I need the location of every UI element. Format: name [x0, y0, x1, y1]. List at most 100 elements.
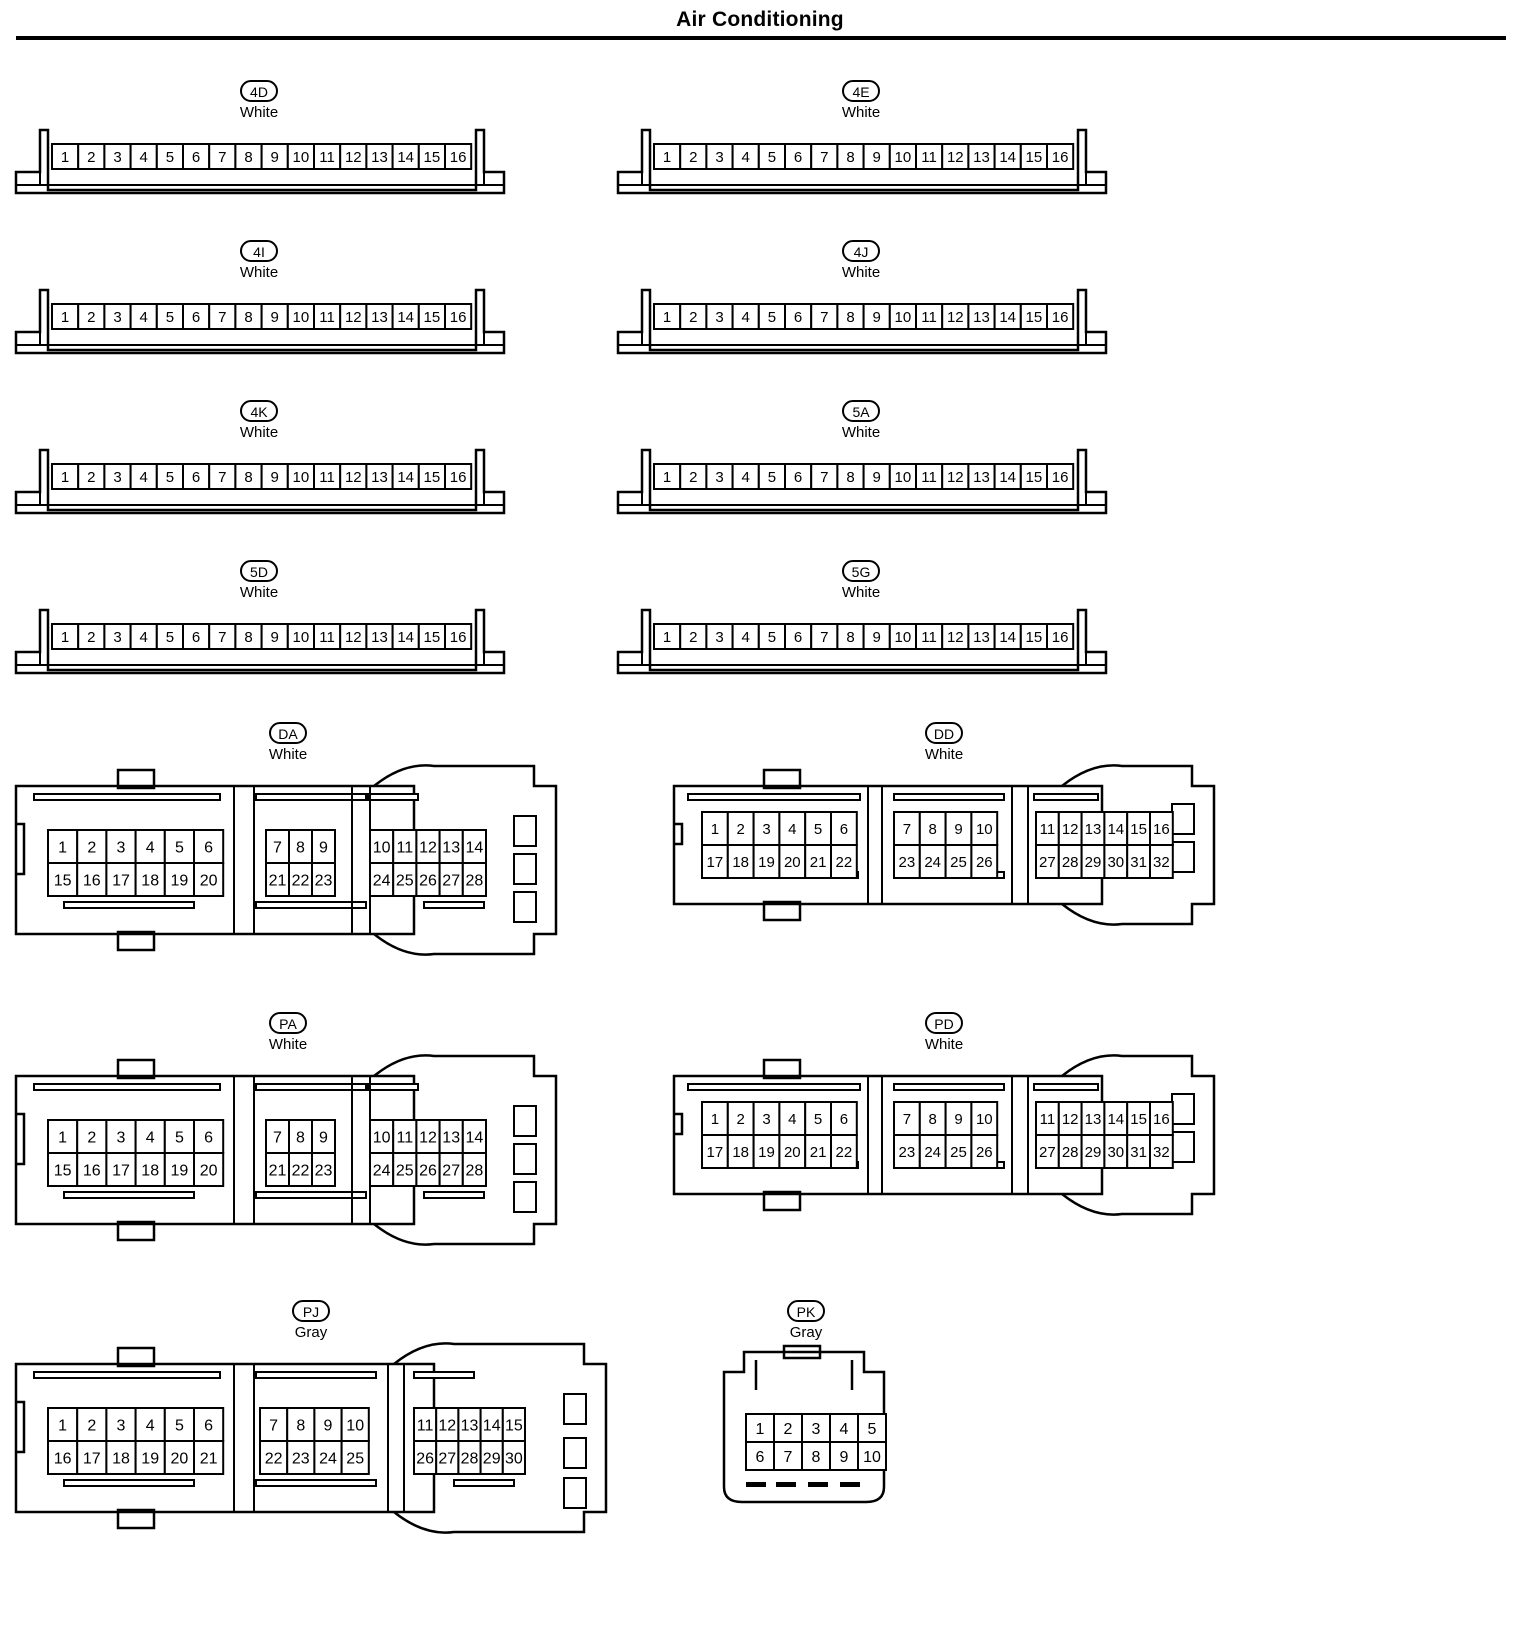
pin-cell: 6 — [182, 463, 211, 490]
pin-cell: 8 — [836, 623, 865, 650]
pin-cell: 9 — [862, 623, 891, 650]
pin-number: 1 — [61, 629, 69, 646]
pin-cell: 15 — [1019, 143, 1048, 170]
pin-cell: 2 — [679, 143, 708, 170]
pin-number: 31 — [1130, 1144, 1147, 1161]
pin-cell: 7 — [265, 829, 290, 864]
pin-cell: 23 — [286, 1440, 316, 1475]
pin-cell: 14 — [391, 143, 420, 170]
pin-number: 28 — [1062, 1144, 1079, 1161]
pin-cell: 19 — [752, 844, 781, 879]
pin-cell: 6 — [784, 623, 813, 650]
pin-number: 15 — [424, 629, 441, 646]
pin-number: 6 — [204, 1129, 213, 1146]
pin-cell: 28 — [1057, 844, 1083, 879]
pin-cell: 7 — [208, 463, 237, 490]
pin-number: 16 — [450, 149, 467, 166]
pin-cell: 12 — [435, 1407, 460, 1442]
pin-number: 6 — [794, 309, 802, 326]
pin-number: 30 — [1107, 854, 1124, 871]
pin-number: 13 — [973, 469, 990, 486]
pin-cell: 1 — [51, 463, 80, 490]
pin-number: 6 — [192, 309, 200, 326]
pin-number: 15 — [1130, 821, 1147, 838]
pin-number: 4 — [788, 1111, 796, 1128]
pin-number: 11 — [319, 149, 335, 166]
pin-number: 6 — [794, 629, 802, 646]
pin-cell: 13 — [1080, 811, 1106, 846]
pin-number: 1 — [663, 469, 671, 486]
pin-number: 10 — [293, 309, 310, 326]
pin-cell: 1 — [47, 829, 79, 864]
pin-cell: 10 — [369, 829, 395, 864]
pin-number: 10 — [976, 1111, 993, 1128]
pin-cell: 26 — [413, 1440, 438, 1475]
connector-color-label: White — [268, 1036, 308, 1053]
pin-number: 24 — [319, 1450, 337, 1467]
pin-cell: 28 — [461, 1152, 487, 1187]
pin-cell: 1 — [653, 303, 682, 330]
pin-number: 2 — [737, 821, 745, 838]
pin-number: 25 — [346, 1450, 364, 1467]
pin-number: 4 — [146, 1129, 155, 1146]
pin-number: 4 — [140, 629, 148, 646]
pin-number: 3 — [117, 839, 126, 856]
pin-number: 13 — [371, 149, 388, 166]
pin-cell: 4 — [731, 303, 760, 330]
pin-number: 3 — [113, 309, 121, 326]
pin-number: 15 — [505, 1417, 523, 1434]
pin-number: 8 — [244, 469, 252, 486]
pin-number: 7 — [820, 149, 828, 166]
pin-cell: 6 — [193, 1407, 225, 1442]
pin-number: 28 — [466, 872, 484, 889]
pin-cell: 16 — [444, 303, 473, 330]
pin-cell: 19 — [134, 1440, 166, 1475]
pin-number: 1 — [58, 839, 67, 856]
pin-cell: 20 — [193, 1152, 225, 1187]
pin-number: 9 — [873, 469, 881, 486]
pin-cell: 2 — [679, 303, 708, 330]
pin-number: 22 — [292, 1162, 310, 1179]
pin-number: 15 — [424, 149, 441, 166]
pin-number: 6 — [794, 469, 802, 486]
pin-cell: 27 — [435, 1440, 460, 1475]
pin-number: 12 — [1062, 1111, 1079, 1128]
pin-number: 2 — [689, 629, 697, 646]
pin-number: 13 — [461, 1417, 479, 1434]
pin-cell: 9 — [311, 829, 336, 864]
pin-cell: 9 — [260, 143, 289, 170]
pin-number: 12 — [947, 149, 964, 166]
pin-cell: 20 — [778, 844, 807, 879]
pin-cell: 13 — [365, 303, 394, 330]
pin-number: 1 — [58, 1417, 67, 1434]
pin-number: 16 — [450, 469, 467, 486]
pin-cell: 14 — [391, 623, 420, 650]
pin-cell: 7 — [893, 811, 921, 846]
pin-cell: 15 — [1126, 811, 1152, 846]
pin-cell: 4 — [129, 303, 158, 330]
pin-number: 22 — [836, 1144, 853, 1161]
pin-cell: 15 — [1019, 303, 1048, 330]
pin-cell: 9 — [311, 1119, 336, 1154]
pin-cell: 4 — [134, 1119, 166, 1154]
pin-number: 24 — [373, 872, 391, 889]
pin-number: 3 — [113, 149, 121, 166]
pin-cell: 9 — [862, 463, 891, 490]
pin-number: 5 — [768, 309, 776, 326]
pin-number: 23 — [899, 854, 916, 871]
connector-color-label: Gray — [294, 1324, 328, 1341]
pin-cell: 30 — [1103, 844, 1129, 879]
pin-cell: 6 — [784, 143, 813, 170]
pin-number: 13 — [371, 309, 388, 326]
pin-cell: 21 — [193, 1440, 225, 1475]
